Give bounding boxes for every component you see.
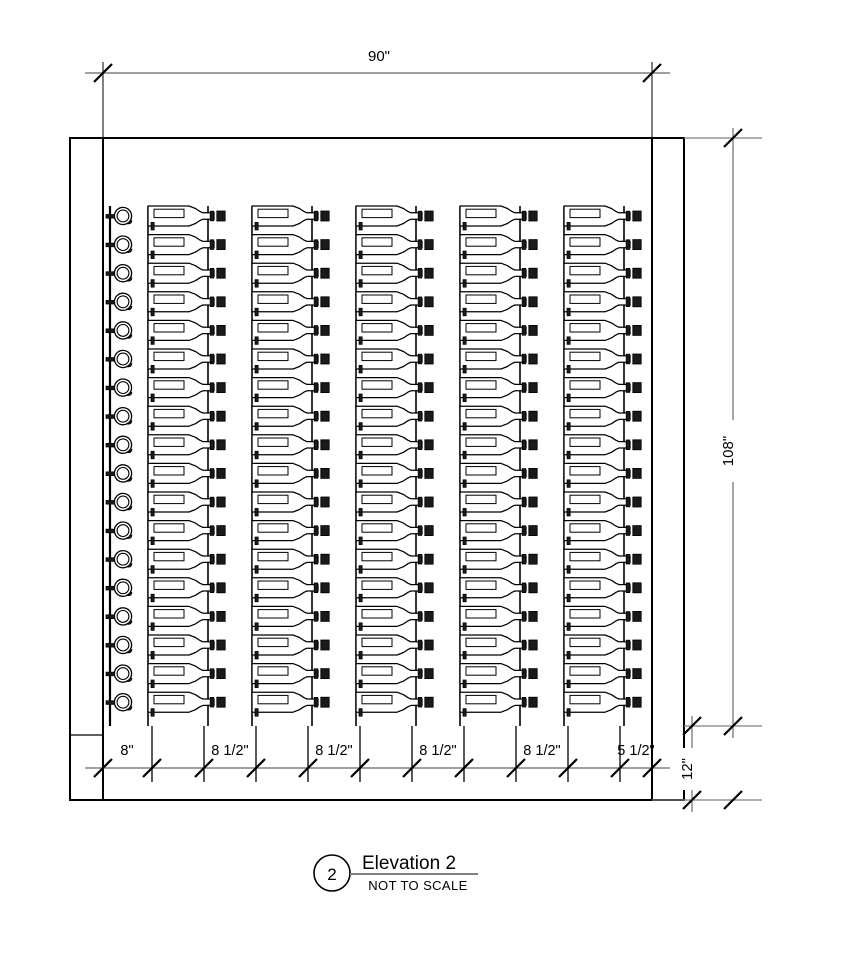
height-dim-tick-top	[723, 128, 743, 148]
rack-column-side-2	[251, 205, 330, 726]
bottom-dim-label-1: 8 1/2"	[211, 743, 248, 759]
height-dim-tick-bottom	[723, 716, 743, 736]
bottom-dimension-chain: 8" 8 1/2" 8 1/2" 8 1/2" 8 1/2" 5 1/2"	[85, 726, 670, 800]
dim-tick-right	[642, 63, 662, 83]
bottom-dim-tick-8	[506, 758, 526, 778]
bottom-dim-tick-3	[246, 758, 266, 778]
detail-subtitle: NOT TO SCALE	[368, 878, 467, 893]
bottom-dim-tick-4	[298, 758, 318, 778]
detail-title-block: 2 Elevation 2 NOT TO SCALE	[313, 853, 478, 893]
dim-label-backing	[358, 44, 400, 64]
bottom-dim-tick-9	[558, 758, 578, 778]
bottom-dim-label-2: 8 1/2"	[315, 743, 352, 759]
height-label-backing	[720, 420, 742, 482]
bottom-dim-tick-2	[194, 758, 214, 778]
overall-height-dimension: 108"	[684, 128, 762, 738]
overall-width-label: 90"	[368, 48, 390, 65]
bottom-dim-tick-5	[350, 758, 370, 778]
rack-column-side-5	[563, 205, 642, 726]
detail-title: Elevation 2	[362, 853, 456, 874]
rack-column-end-view	[105, 206, 133, 726]
base-dim-tick-bottom	[682, 790, 702, 810]
wine-rack-assembly	[105, 205, 642, 726]
rack-column-side-1	[147, 205, 226, 726]
bottom-dim-label-5: 5 1/2"	[617, 743, 654, 759]
bottom-dim-tick-11	[642, 758, 662, 778]
base-height-label: 12"	[679, 758, 696, 780]
overall-width-dimension: 90"	[85, 44, 670, 138]
bottom-dim-tick-0	[93, 758, 113, 778]
detail-number: 2	[327, 865, 336, 884]
bottom-dim-tick-1	[142, 758, 162, 778]
base-label-backing	[682, 748, 702, 790]
base-dim-tick-outer	[723, 790, 743, 810]
rack-column-side-4	[459, 205, 538, 726]
dim-tick-left	[93, 63, 113, 83]
bottom-dim-tick-7	[454, 758, 474, 778]
bottom-dim-label-0: 8"	[120, 743, 133, 759]
base-dim-tick-top	[682, 716, 702, 736]
bottom-dim-label-3: 8 1/2"	[419, 743, 456, 759]
base-height-dimension: 12"	[652, 716, 762, 812]
bottom-dim-label-4: 8 1/2"	[523, 743, 560, 759]
bottom-dim-tick-6	[402, 758, 422, 778]
rack-column-side-3	[355, 205, 434, 726]
overall-height-label: 108"	[720, 436, 737, 466]
bottom-dim-tick-10	[610, 758, 630, 778]
